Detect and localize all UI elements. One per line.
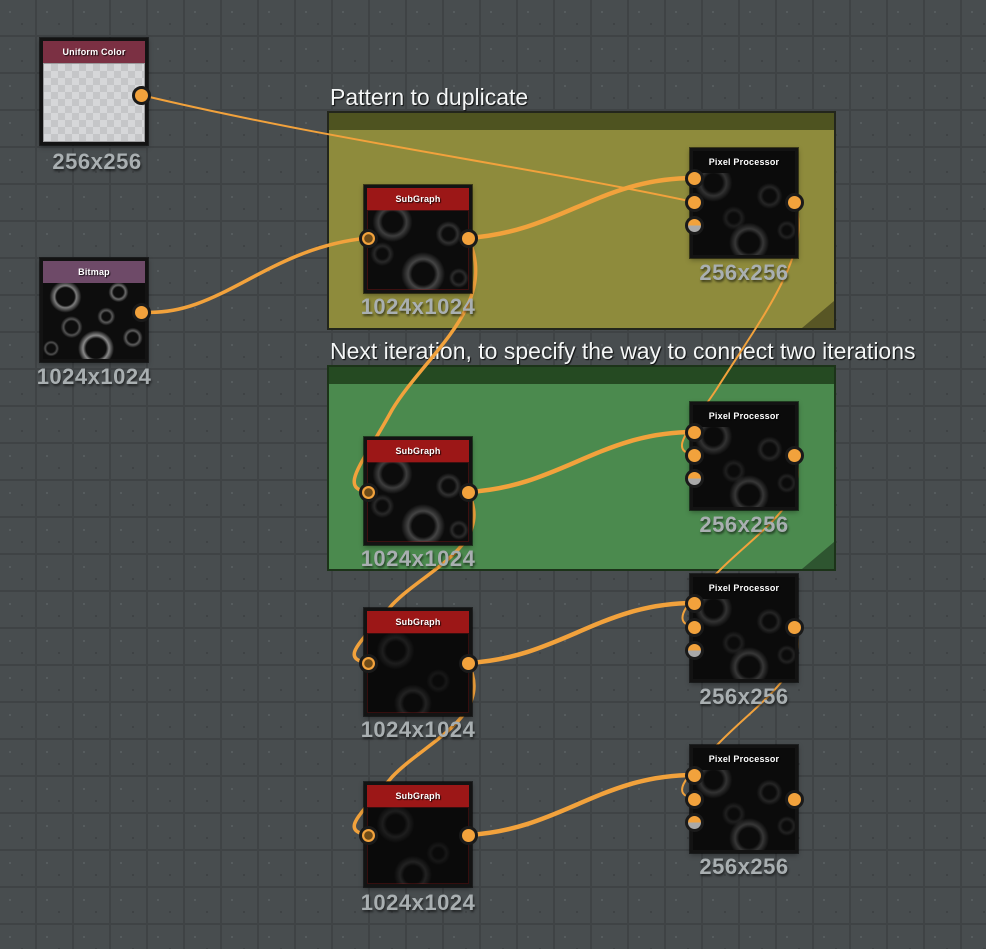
pixel-processor-3-input-3-port[interactable]: [685, 641, 704, 660]
wire-bitmap-to-subgraph1[interactable]: [139, 236, 370, 315]
node-thumbnail: [367, 807, 469, 884]
node-subgraph-3[interactable]: SubGraph: [364, 608, 472, 716]
node-title: Pixel Processor: [708, 754, 780, 764]
node-pixel-processor-4[interactable]: Pixel Processor: [690, 745, 798, 853]
node-header: Pixel Processor: [693, 405, 795, 427]
node-size-label: 1024x1024: [360, 717, 476, 742]
frame-title-bar[interactable]: [329, 367, 834, 384]
wire-uniformcolor-to-pp1-in2[interactable]: [140, 94, 695, 203]
node-header: SubGraph: [367, 611, 469, 633]
pixel-processor-2-input-1-port[interactable]: [685, 423, 704, 442]
subgraph-2-input-port[interactable]: [359, 483, 378, 502]
pixel-processor-1-input-3-port[interactable]: [685, 216, 704, 235]
node-thumbnail: [367, 462, 469, 542]
node-subgraph-1[interactable]: SubGraph: [364, 185, 472, 293]
pixel-processor-4-input-1-port[interactable]: [685, 766, 704, 785]
node-title: Pixel Processor: [708, 157, 780, 167]
node-title: Pixel Processor: [708, 583, 780, 593]
node-size-label: 256x256: [699, 854, 789, 879]
node-thumbnail: [43, 283, 145, 359]
node-header: SubGraph: [367, 785, 469, 807]
node-title: SubGraph: [395, 446, 441, 456]
node-header: SubGraph: [367, 440, 469, 462]
node-thumbnail: [693, 599, 795, 679]
pixel-processor-4-input-3-port[interactable]: [685, 813, 704, 832]
node-title: SubGraph: [395, 194, 441, 204]
frame-resize-handle-icon[interactable]: [802, 542, 834, 569]
pixel-processor-3-input-2-port[interactable]: [685, 618, 704, 637]
wire-subgraph2-to-pp2-in1[interactable]: [465, 429, 697, 495]
node-header: Bitmap: [43, 261, 145, 283]
subgraph-1-output-port[interactable]: [459, 229, 478, 248]
node-thumbnail: [693, 427, 795, 507]
pixel-processor-4-output-port[interactable]: [785, 790, 804, 809]
node-pixel-processor-1[interactable]: Pixel Processor: [690, 148, 798, 258]
pixel-processor-1-input-1-port[interactable]: [685, 169, 704, 188]
node-title: Uniform Color: [62, 47, 126, 57]
node-size-label: 1024x1024: [36, 364, 152, 389]
pixel-processor-4-input-2-port[interactable]: [685, 790, 704, 809]
bitmap-output-port[interactable]: [132, 303, 151, 322]
pixel-processor-2-output-port[interactable]: [785, 446, 804, 465]
node-bitmap[interactable]: Bitmap: [40, 258, 148, 362]
subgraph-2-output-port[interactable]: [459, 483, 478, 502]
node-thumbnail: [693, 770, 795, 850]
subgraph-3-output-port[interactable]: [459, 654, 478, 673]
node-header: Uniform Color: [43, 41, 145, 63]
pixel-processor-1-output-port[interactable]: [785, 193, 804, 212]
node-subgraph-4[interactable]: SubGraph: [364, 782, 472, 887]
frame-caption-next-iteration: Next iteration, to specify the way to co…: [330, 338, 916, 364]
node-thumbnail: [367, 633, 469, 713]
node-pixel-processor-2[interactable]: Pixel Processor: [690, 402, 798, 510]
node-size-label: 256x256: [52, 149, 142, 174]
node-title: Bitmap: [78, 267, 110, 277]
node-thumbnail: [693, 173, 795, 255]
pixel-processor-2-input-3-port[interactable]: [685, 469, 704, 488]
node-title: SubGraph: [395, 791, 441, 801]
node-title: SubGraph: [395, 617, 441, 627]
node-uniform-color[interactable]: Uniform Color: [40, 38, 148, 145]
pixel-processor-2-input-2-port[interactable]: [685, 446, 704, 465]
node-size-label: 1024x1024: [360, 890, 476, 915]
frame-title-bar[interactable]: [329, 113, 834, 130]
subgraph-1-input-port[interactable]: [359, 229, 378, 248]
node-header: SubGraph: [367, 188, 469, 210]
subgraph-4-output-port[interactable]: [459, 826, 478, 845]
node-thumbnail: [367, 210, 469, 290]
frame-resize-handle-icon[interactable]: [802, 301, 834, 328]
wire-subgraph3-to-pp3-in1[interactable]: [465, 600, 697, 666]
pixel-processor-3-input-1-port[interactable]: [685, 594, 704, 613]
frame-caption-pattern: Pattern to duplicate: [330, 84, 529, 110]
pixel-processor-1-input-2-port[interactable]: [685, 193, 704, 212]
subgraph-3-input-port[interactable]: [359, 654, 378, 673]
node-thumbnail: [43, 63, 145, 142]
node-size-label: 256x256: [699, 684, 789, 709]
node-pixel-processor-3[interactable]: Pixel Processor: [690, 574, 798, 682]
node-header: Pixel Processor: [693, 151, 795, 173]
uniform-color-output-port[interactable]: [132, 86, 151, 105]
node-subgraph-2[interactable]: SubGraph: [364, 437, 472, 545]
wire-subgraph1-to-pp1-in1[interactable]: [465, 175, 697, 241]
pixel-processor-3-output-port[interactable]: [785, 618, 804, 637]
wire-subgraph1-to-subgraph2[interactable]: [352, 236, 478, 494]
subgraph-4-input-port[interactable]: [359, 826, 378, 845]
node-title: Pixel Processor: [708, 411, 780, 421]
node-header: Pixel Processor: [693, 577, 795, 599]
node-header: Pixel Processor: [693, 748, 795, 770]
wire-subgraph4-to-pp4-in1[interactable]: [465, 772, 697, 838]
